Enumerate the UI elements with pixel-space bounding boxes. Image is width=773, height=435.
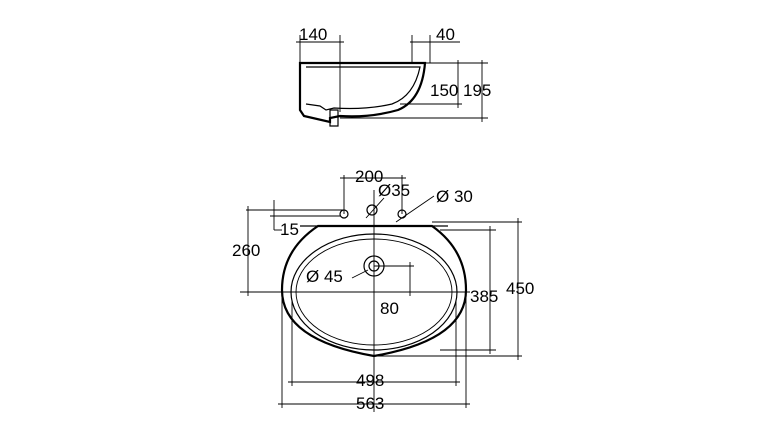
dim-plan-385: 385 xyxy=(470,287,498,306)
dim-plan-80: 80 xyxy=(380,299,399,318)
plan-view xyxy=(240,175,522,412)
dim-side-150: 150 xyxy=(430,81,458,100)
dim-plan-side-hole: Ø 30 xyxy=(436,187,473,206)
dim-plan-tap-hole: Ø35 xyxy=(378,181,410,200)
dim-plan-waste-hole: Ø 45 xyxy=(306,267,343,286)
dim-side-195: 195 xyxy=(463,81,491,100)
dim-plan-498: 498 xyxy=(356,371,384,390)
side-view xyxy=(296,35,488,127)
side-view-base xyxy=(329,109,339,127)
dim-plan-450: 450 xyxy=(506,279,534,298)
dim-plan-15: 15 xyxy=(280,220,299,239)
dim-side-140: 140 xyxy=(299,25,327,44)
dim-side-40: 40 xyxy=(436,25,455,44)
dim-plan-260: 260 xyxy=(232,241,260,260)
dim-plan-200: 200 xyxy=(355,167,383,186)
tap-hole-center xyxy=(366,204,378,216)
dim-plan-563: 563 xyxy=(356,394,384,413)
side-view-outline xyxy=(298,61,427,124)
side-view-bowl xyxy=(305,66,421,111)
